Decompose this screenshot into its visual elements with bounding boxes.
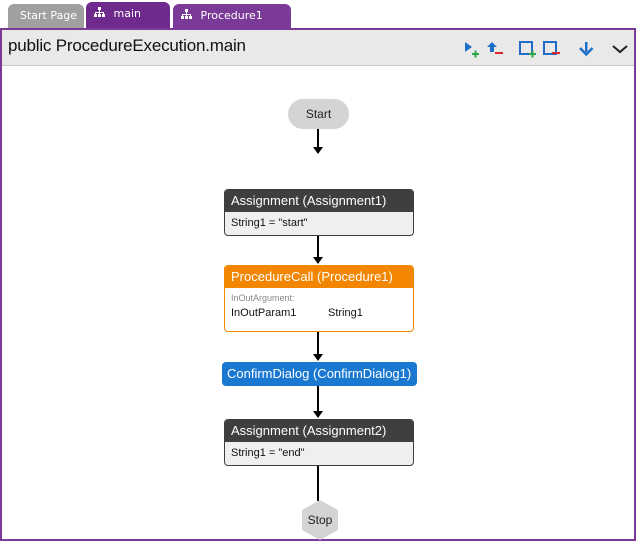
remove-node-icon bbox=[487, 42, 503, 54]
assignment1-expression: String1 = "start" bbox=[231, 217, 308, 229]
assignment2-title: Assignment (Assignment2) bbox=[225, 420, 413, 442]
remove-block-button[interactable] bbox=[542, 39, 562, 59]
tab-main-label: main bbox=[113, 7, 141, 20]
argument-value: String1 bbox=[328, 307, 363, 319]
tab-strip: Start Page main bbox=[0, 0, 636, 30]
stop-node[interactable]: Stop bbox=[299, 499, 341, 541]
assignment1-block[interactable]: Assignment (Assignment1) String1 = "star… bbox=[224, 189, 414, 236]
flow-canvas[interactable]: Start Assignment (Assignment1) String1 =… bbox=[2, 66, 634, 541]
hexagon-icon bbox=[302, 500, 338, 540]
arrow-icon bbox=[313, 411, 323, 418]
add-node-icon bbox=[465, 42, 479, 58]
editor-header: public ProcedureExecution.main bbox=[2, 30, 634, 66]
procedure-call-title: ProcedureCall (Procedure1) bbox=[225, 266, 413, 288]
chevron-down-icon bbox=[612, 45, 628, 54]
connector-procedure-confirm bbox=[317, 332, 319, 354]
tab-main[interactable]: main bbox=[86, 2, 170, 30]
page-title: public ProcedureExecution.main bbox=[8, 36, 246, 55]
arrow-down-icon bbox=[579, 42, 594, 57]
add-block-button[interactable] bbox=[518, 39, 538, 59]
add-block-icon bbox=[519, 41, 536, 58]
tab-procedure1-label: Procedure1 bbox=[200, 9, 263, 22]
hierarchy-icon bbox=[94, 3, 105, 24]
tab-start-page[interactable]: Start Page bbox=[8, 4, 84, 29]
hierarchy-icon bbox=[181, 5, 192, 26]
tab-start-page-label: Start Page bbox=[20, 9, 77, 22]
arrow-icon bbox=[313, 354, 323, 361]
stop-label: Stop bbox=[307, 513, 333, 527]
confirm-dialog-block[interactable]: ConfirmDialog (ConfirmDialog1) bbox=[222, 362, 417, 386]
connector-start-assignment1 bbox=[317, 129, 319, 149]
move-down-button[interactable] bbox=[576, 39, 596, 59]
arrow-icon bbox=[313, 257, 323, 264]
connector-assignment2-stop bbox=[317, 465, 319, 501]
connector-confirm-assignment2 bbox=[317, 386, 319, 411]
assignment2-block[interactable]: Assignment (Assignment2) String1 = "end" bbox=[224, 419, 414, 466]
argument-label: InOutArgument: bbox=[231, 293, 295, 303]
assignment2-expression: String1 = "end" bbox=[231, 447, 305, 459]
tab-procedure1[interactable]: Procedure1 bbox=[173, 4, 291, 29]
collapse-header-button[interactable] bbox=[610, 39, 630, 59]
remove-block-icon bbox=[543, 41, 560, 55]
arrow-icon bbox=[313, 147, 323, 154]
argument-param: InOutParam1 bbox=[231, 307, 297, 319]
assignment1-title: Assignment (Assignment1) bbox=[225, 190, 413, 212]
procedure-call-block[interactable]: ProcedureCall (Procedure1) InOutArgument… bbox=[224, 265, 414, 332]
add-node-button[interactable] bbox=[461, 39, 481, 59]
start-node[interactable]: Start bbox=[288, 99, 349, 129]
remove-node-button[interactable] bbox=[485, 39, 505, 59]
editor-frame: public ProcedureExecution.main bbox=[0, 28, 636, 541]
argument-row: InOutParam1 String1 bbox=[225, 307, 413, 321]
